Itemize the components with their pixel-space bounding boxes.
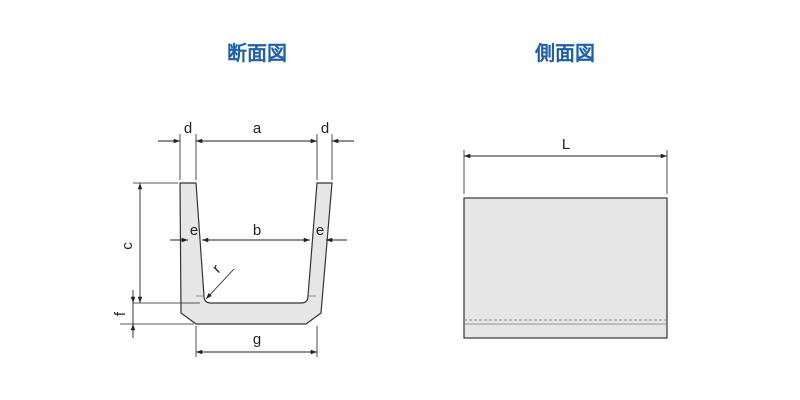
label-r: r xyxy=(209,261,225,277)
label-d-right: d xyxy=(321,120,329,137)
label-a: a xyxy=(253,120,262,137)
section-view-title: 断面図 xyxy=(227,41,287,65)
u-channel-profile xyxy=(179,182,333,325)
cross-section-view: d a d c f e b e r g xyxy=(112,120,354,357)
radius-leader xyxy=(205,268,235,300)
label-g: g xyxy=(253,331,261,348)
side-view-body xyxy=(463,197,668,339)
label-d-left: d xyxy=(184,120,192,137)
label-e-left: e xyxy=(190,222,198,239)
side-view-title: 側面図 xyxy=(534,41,595,65)
label-b: b xyxy=(253,222,261,239)
label-e-right: e xyxy=(316,222,324,239)
label-L: L xyxy=(562,136,570,153)
label-c: c xyxy=(119,242,136,250)
side-view: L xyxy=(463,136,668,339)
label-f: f xyxy=(112,311,129,316)
